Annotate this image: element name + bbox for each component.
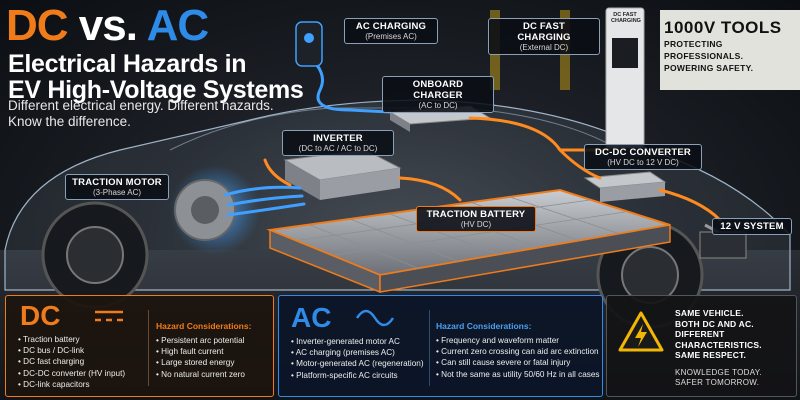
wall-sign-line-1: 1000V TOOLS [664,18,782,37]
ac-panel: AC Inverter-generated motor AC AC chargi… [278,295,603,397]
12v-battery [699,231,747,259]
charger-sign: DC FAST CHARGING [611,12,641,24]
dc-panel: DC Traction battery DC bus / DC-link DC … [5,295,274,397]
callout-dc-dc-converter-sub: (HV DC to 12 V DC) [607,158,679,167]
callout-dc-fast-charging-sub: (External DC) [519,43,569,52]
dc-hazard-heading: Hazard Considerations: [156,321,252,331]
summary-line-4: SAME RESPECT. [675,350,747,360]
callout-ac-charging-title: AC CHARGING [355,21,427,32]
traction-battery-pack [266,188,671,294]
wall-sign-line-2: PROTECTING PROFESSIONALS. [664,39,744,61]
list-item: Persistent arc potential [156,335,270,346]
callout-traction-battery: TRACTION BATTERY (HV DC) [416,206,536,232]
callout-dc-dc-converter-title: DC-DC CONVERTER [595,147,691,158]
callout-dc-fast-charging-title: DC FAST CHARGING [517,21,571,43]
list-item: Current zero crossing can aid arc extinc… [436,346,600,357]
dc-panel-divider [148,310,149,386]
ac-panel-heading: AC [291,302,332,333]
callout-traction-motor: TRACTION MOTOR (3-Phase AC) [65,174,169,200]
callout-traction-battery-title: TRACTION BATTERY [426,209,526,220]
list-item: Platform-specific AC circuits [291,370,431,381]
list-item: Motor-generated AC (regeneration) [291,358,431,369]
title-line-2: Electrical Hazards in [8,50,247,78]
list-item: Inverter-generated motor AC [291,336,431,347]
list-item: DC bus / DC-link [18,345,146,356]
callout-dc-fast-charging: DC FAST CHARGING (External DC) [488,18,600,55]
summary-footer-2: SAFER TOMORROW. [675,378,760,387]
front-wheel [41,201,149,309]
wall-sign-board [660,10,800,90]
ac-panel-divider [429,310,430,386]
ac-items-list: Inverter-generated motor AC AC charging … [291,336,431,381]
ac-wall-charger [295,21,323,67]
title-vs: vs. [78,1,138,50]
callout-onboard-charger-title: ONBOARD CHARGER [412,79,464,101]
summary-footer: KNOWLEDGE TODAY. SAFER TOMORROW. [675,368,793,388]
ac-sine-icon [355,309,395,327]
callout-dc-dc-converter: DC-DC CONVERTER (HV DC to 12 V DC) [584,144,702,170]
list-item: AC charging (premises AC) [291,347,431,358]
list-item: No natural current zero [156,369,270,380]
list-item: Traction battery [18,334,146,345]
lightning-warning-icon [618,311,664,352]
dc-fast-charger [605,7,645,149]
callout-12v-system: 12 V SYSTEM [712,218,792,235]
callout-ac-charging-sub: (Premises AC) [365,32,417,41]
wall-sign: 1000V TOOLS PROTECTING PROFESSIONALS. PO… [664,18,792,74]
dc-panel-heading: DC [20,300,61,331]
ac-hazards-list: Frequency and waveform matter Current ze… [436,335,600,380]
callout-traction-motor-title: TRACTION MOTOR [72,177,162,188]
dc-hazards-list: Persistent arc potential High fault curr… [156,335,270,380]
title-dc: DC [6,1,69,50]
callout-inverter: INVERTER (DC to AC / AC to DC) [282,130,394,156]
callout-traction-motor-sub: (3-Phase AC) [92,188,142,197]
list-item: DC-link capacitors [18,379,146,390]
list-item: DC-DC converter (HV input) [18,368,146,379]
summary-message: SAME VEHICLE. BOTH DC AND AC. DIFFERENT … [675,308,793,361]
dc-symbol-icon [95,310,123,322]
summary-footer-1: KNOWLEDGE TODAY. [675,368,762,377]
wall-sign-line-3: POWERING SAFETY. [664,63,754,73]
list-item: Not the same as utility 50/60 Hz in all … [436,369,600,380]
list-item: Can still cause severe or fatal injury [436,357,600,368]
callout-ac-charging: AC CHARGING (Premises AC) [344,18,438,44]
summary-line-3: DIFFERENT CHARACTERISTICS. [675,329,762,350]
main-title: DC vs. AC [6,1,210,50]
list-item: DC fast charging [18,356,146,367]
callout-inverter-sub: (DC to AC / AC to DC) [298,144,378,153]
list-item: Large stored energy [156,357,270,368]
list-item: High fault current [156,346,270,357]
ac-hazard-heading: Hazard Considerations: [436,321,532,331]
subtitle: Different electrical energy. Different h… [8,98,274,129]
summary-panel: SAME VEHICLE. BOTH DC AND AC. DIFFERENT … [606,295,797,397]
callout-12v-system-title: 12 V SYSTEM [720,221,784,232]
title-ac: AC [146,1,210,50]
title-line-3: EV High-Voltage Systems [8,76,304,104]
list-item: Frequency and waveform matter [436,335,600,346]
summary-line-2: BOTH DC AND AC. [675,318,754,329]
summary-line-1: SAME VEHICLE. [675,308,744,318]
callout-onboard-charger: ONBOARD CHARGER (AC to DC) [382,76,494,113]
callout-inverter-title: INVERTER [313,133,363,144]
dc-items-list: Traction battery DC bus / DC-link DC fas… [18,334,146,390]
callout-onboard-charger-sub: (AC to DC) [418,101,458,110]
callout-traction-battery-sub: (HV DC) [460,220,492,229]
